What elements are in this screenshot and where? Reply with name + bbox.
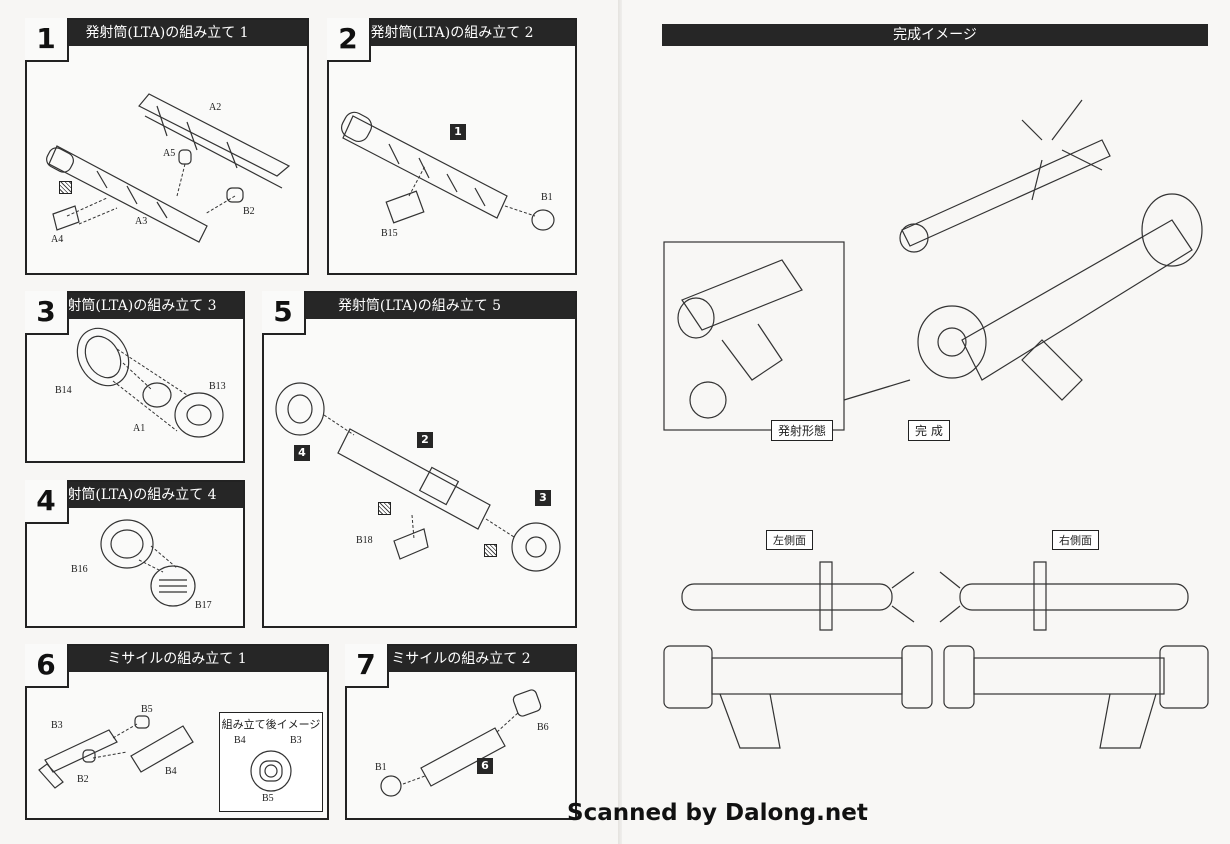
step-6-panel: ミサイルの組み立て 1 6 B3 B5 B2 B4 組み立て後イメージ B4 B… xyxy=(25,644,329,820)
part-label: A5 xyxy=(163,148,175,159)
subassembly-tag: 4 xyxy=(294,445,310,461)
part-label: B18 xyxy=(356,535,373,546)
step-1-number: 1 xyxy=(25,18,69,62)
step-6-title: ミサイルの組み立て 1 xyxy=(27,646,327,672)
step-6-diagram: B3 B5 B2 B4 xyxy=(38,704,194,789)
inset-label: B5 xyxy=(262,793,274,804)
part-label: A4 xyxy=(51,234,63,245)
page-spine xyxy=(618,0,624,844)
completion-header: 完成イメージ xyxy=(662,24,1208,46)
right-side-caption: 右側面 xyxy=(1052,530,1099,550)
step-4-diagram: B16 B17 xyxy=(71,519,212,611)
part-label: B2 xyxy=(77,774,89,785)
part-label: B5 xyxy=(141,704,153,715)
step-5-panel: 発射筒(LTA)の組み立て 5 5 B18 2 4 3 xyxy=(262,291,577,628)
part-label: B17 xyxy=(195,600,212,611)
subassembly-tag: 2 xyxy=(417,432,433,448)
step-3-panel: 発射筒(LTA)の組み立て 3 3 B14 B13 A1 xyxy=(25,291,245,463)
part-label: A3 xyxy=(135,216,147,227)
launch-mode-caption: 発射形態 xyxy=(771,420,834,441)
step-1-title: 発射筒(LTA)の組み立て 1 xyxy=(27,20,307,46)
part-label: B15 xyxy=(381,228,398,239)
part-label: B14 xyxy=(55,385,72,396)
step-5-number: 5 xyxy=(262,291,306,335)
step-2-number: 2 xyxy=(327,18,371,62)
step-5-title: 発射筒(LTA)の組み立て 5 xyxy=(264,293,575,319)
inset-title: 組み立て後イメージ xyxy=(221,718,321,731)
step-7-diagram: B6 B1 xyxy=(375,689,549,797)
step-3-number: 3 xyxy=(25,291,69,335)
step-1-diagram: A2 A5 A4 A3 B2 xyxy=(46,93,291,245)
part-label: B13 xyxy=(209,381,226,392)
part-label: B1 xyxy=(375,762,387,773)
left-side-caption: 左側面 xyxy=(766,530,813,550)
cut-mark-icon xyxy=(484,544,497,557)
inset-diagram xyxy=(250,750,292,792)
completed-caption: 完 成 xyxy=(908,420,950,441)
part-label: B3 xyxy=(51,720,63,731)
subassembly-tag: 1 xyxy=(450,124,466,140)
step-4-panel: 発射筒(LTA)の組み立て 4 4 B16 B17 xyxy=(25,480,245,628)
side-views-diagram xyxy=(663,561,1209,749)
part-label: A2 xyxy=(209,102,221,113)
assembled-view-inset: 組み立て後イメージ B4 B3 B5 xyxy=(219,712,323,812)
watermark: Scanned by Dalong.net xyxy=(567,800,868,826)
cut-mark-icon xyxy=(378,502,391,515)
part-label: B4 xyxy=(165,766,177,777)
subassembly-tag: 6 xyxy=(477,758,493,774)
part-label: B1 xyxy=(541,192,553,203)
inset-label: B4 xyxy=(234,735,246,746)
step-2-panel: 発射筒(LTA)の組み立て 2 2 B1 B15 1 xyxy=(327,18,577,275)
step-6-number: 6 xyxy=(25,644,69,688)
step-7-panel: ミサイルの組み立て 2 7 B6 B1 6 xyxy=(345,644,577,820)
step-2-diagram: B1 B15 xyxy=(340,111,555,239)
step-4-number: 4 xyxy=(25,480,69,524)
subassembly-tag: 3 xyxy=(535,490,551,506)
step-1-panel: 発射筒(LTA)の組み立て 1 1 A2 A5 A4 A3 B2 xyxy=(25,18,309,275)
step-3-diagram: B14 B13 A1 xyxy=(55,327,226,438)
inset-label: B3 xyxy=(290,735,302,746)
step-7-number: 7 xyxy=(345,644,389,688)
part-label: B16 xyxy=(71,564,88,575)
cut-mark-icon xyxy=(59,181,72,194)
part-label: A1 xyxy=(133,423,145,434)
completion-diagram xyxy=(663,99,1203,431)
part-label: B2 xyxy=(243,206,255,217)
step-5-diagram: B18 xyxy=(275,382,561,572)
part-label: B6 xyxy=(537,722,549,733)
